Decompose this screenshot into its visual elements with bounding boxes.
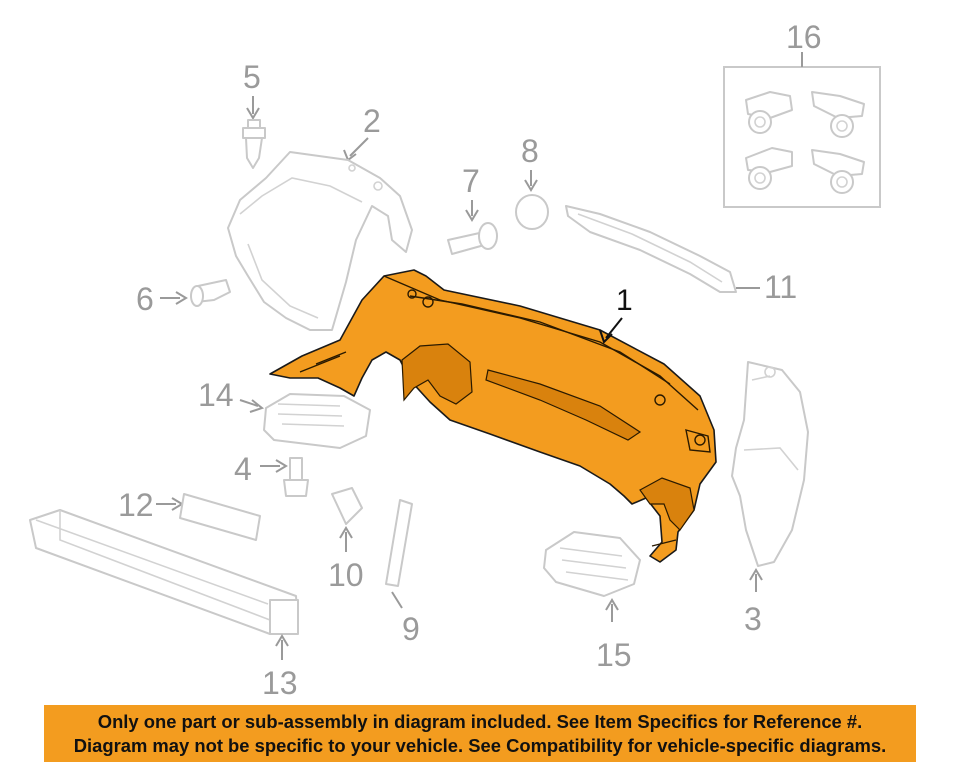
part-13-reinforcement-beam: 13 bbox=[29, 509, 299, 700]
callout-11: 11 bbox=[764, 269, 797, 305]
disclaimer-line-1: Only one part or sub-assembly in diagram… bbox=[97, 711, 863, 732]
parts-diagram: 16 5 2 6 7 8 bbox=[29, 19, 881, 700]
callout-5: 5 bbox=[243, 59, 261, 95]
callout-4: 4 bbox=[234, 451, 252, 487]
part-9-trim-strip: 9 bbox=[385, 499, 420, 647]
callout-14: 14 bbox=[198, 377, 234, 413]
callout-7: 7 bbox=[462, 163, 480, 199]
part-3-side-bracket-right: 3 bbox=[731, 361, 809, 637]
callout-15: 15 bbox=[596, 637, 632, 673]
callout-9: 9 bbox=[402, 611, 420, 647]
callout-12: 12 bbox=[118, 487, 154, 523]
callout-1: 1 bbox=[616, 284, 633, 317]
part-1-bumper-cover: 1 bbox=[269, 269, 717, 563]
part-6-screw: 6 bbox=[136, 279, 231, 317]
part-7-bolt: 7 bbox=[447, 163, 498, 255]
callout-2: 2 bbox=[363, 103, 381, 139]
part-12-plate: 12 bbox=[118, 487, 261, 541]
part-8-cap: 8 bbox=[515, 133, 549, 230]
part-5-push-clip: 5 bbox=[242, 59, 266, 169]
callout-3: 3 bbox=[744, 601, 762, 637]
part-15-absorber-right: 15 bbox=[543, 531, 641, 673]
callout-10: 10 bbox=[328, 557, 364, 593]
disclaimer-line-2: Diagram may not be specific to your vehi… bbox=[73, 735, 887, 756]
part-16-sensor-kit: 16 bbox=[723, 19, 881, 208]
part-2-side-bracket: 2 bbox=[227, 103, 413, 331]
part-11-reflector-strip: 11 bbox=[565, 205, 797, 305]
part-4-stud: 4 bbox=[234, 451, 309, 497]
callout-6: 6 bbox=[136, 281, 154, 317]
callout-8: 8 bbox=[521, 133, 539, 169]
disclaimer-banner: Only one part or sub-assembly in diagram… bbox=[44, 705, 916, 762]
callout-13: 13 bbox=[262, 665, 298, 700]
part-14-absorber-left: 14 bbox=[198, 377, 371, 449]
callout-16: 16 bbox=[786, 19, 822, 55]
part-10-clip: 10 bbox=[328, 487, 364, 593]
